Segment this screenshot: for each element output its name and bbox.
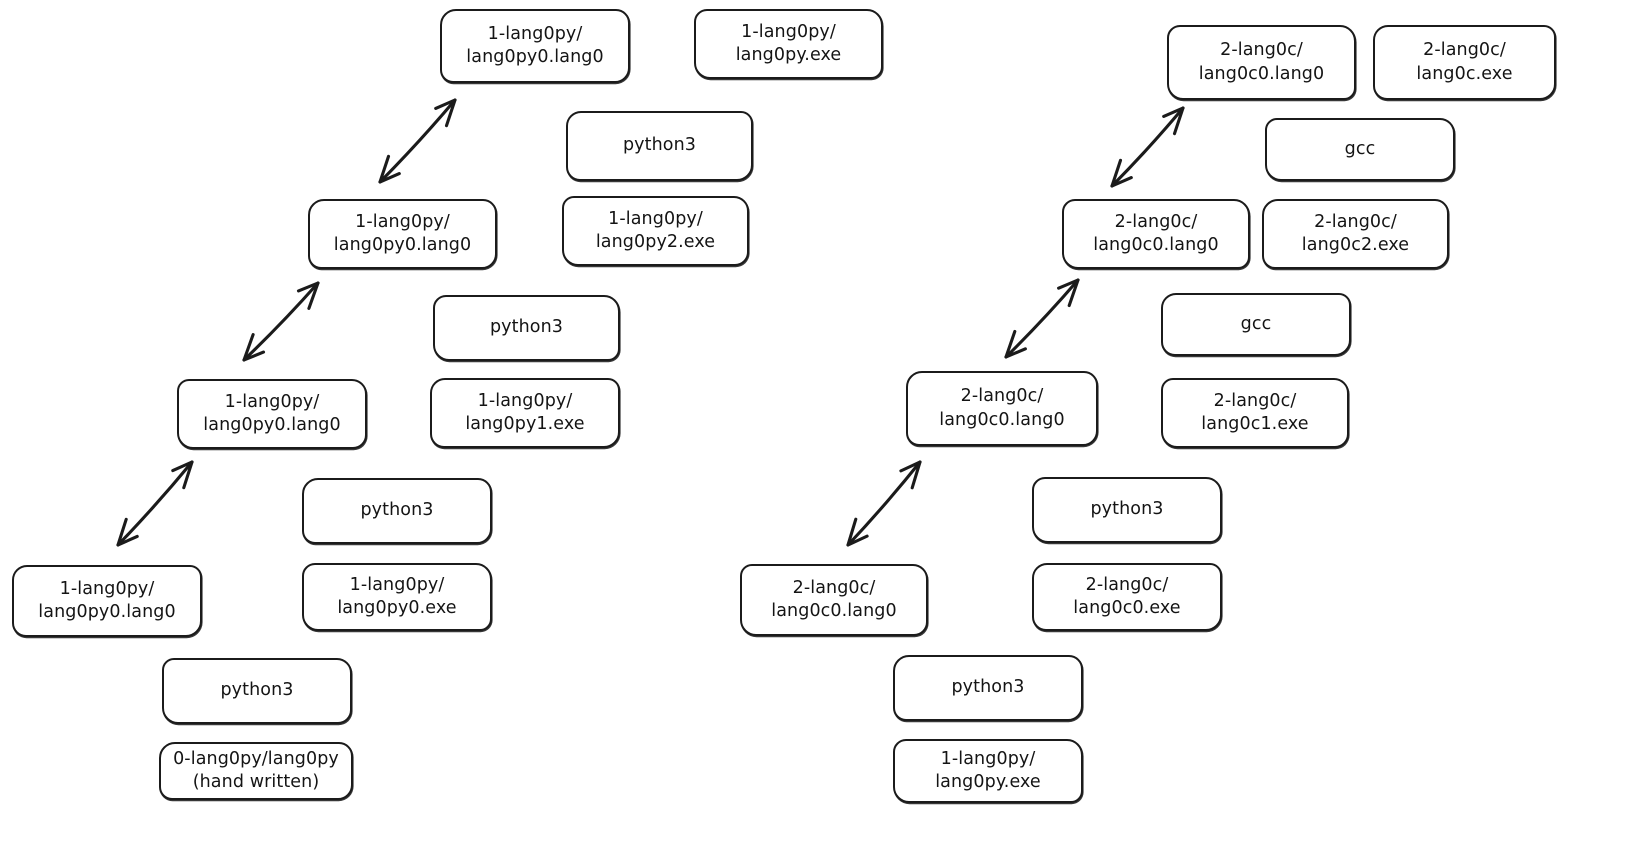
node-l-tool-1: python3: [302, 478, 492, 544]
node-l-tool-3: python3: [566, 111, 753, 181]
node-l-src-1: 1-lang0py/ lang0py0.lang0: [12, 565, 202, 637]
node-r-exe-2: 2-lang0c/ lang0c1.exe: [1161, 378, 1349, 448]
node-r-src-4: 2-lang0c/ lang0c0.lang0: [1167, 25, 1356, 100]
node-r-exe-4: 2-lang0c/ lang0c.exe: [1373, 25, 1556, 100]
node-l-src-3: 1-lang0py/ lang0py0.lang0: [308, 199, 497, 269]
node-l-src-0: 0-lang0py/lang0py (hand written): [159, 742, 353, 800]
node-r-tool-3: gcc: [1265, 118, 1455, 181]
node-l-exe-4: 1-lang0py/ lang0py.exe: [694, 9, 883, 79]
node-r-tool-1: python3: [1032, 477, 1222, 543]
node-r-tool-2: gcc: [1161, 293, 1351, 356]
node-l-exe-2: 1-lang0py/ lang0py1.exe: [430, 378, 620, 448]
node-r-exe-1: 2-lang0c/ lang0c0.exe: [1032, 563, 1222, 631]
arrow-l-arrow-1: [92, 436, 218, 571]
arrow-r-arrow-3: [1086, 82, 1209, 212]
node-r-exe-3: 2-lang0c/ lang0c2.exe: [1262, 199, 1449, 269]
arrow-l-arrow-3: [354, 74, 481, 208]
node-l-exe-3: 1-lang0py/ lang0py2.exe: [562, 196, 749, 266]
arrow-r-arrow-2: [980, 254, 1104, 383]
node-l-src-4: 1-lang0py/ lang0py0.lang0: [440, 9, 630, 83]
node-l-tool-2: python3: [433, 295, 620, 361]
node-r-src-2: 2-lang0c/ lang0c0.lang0: [906, 371, 1098, 446]
node-r-exe-0: 1-lang0py/ lang0py.exe: [893, 739, 1083, 803]
node-l-src-2: 1-lang0py/ lang0py0.lang0: [177, 379, 367, 449]
node-r-tool-0: python3: [893, 655, 1083, 721]
arrow-r-arrow-1: [822, 436, 946, 571]
node-r-src-1: 2-lang0c/ lang0c0.lang0: [740, 564, 928, 636]
node-l-exe-1: 1-lang0py/ lang0py0.exe: [302, 563, 492, 631]
node-r-src-3: 2-lang0c/ lang0c0.lang0: [1062, 199, 1250, 269]
node-l-tool-0: python3: [162, 658, 352, 724]
arrow-l-arrow-2: [218, 257, 344, 386]
